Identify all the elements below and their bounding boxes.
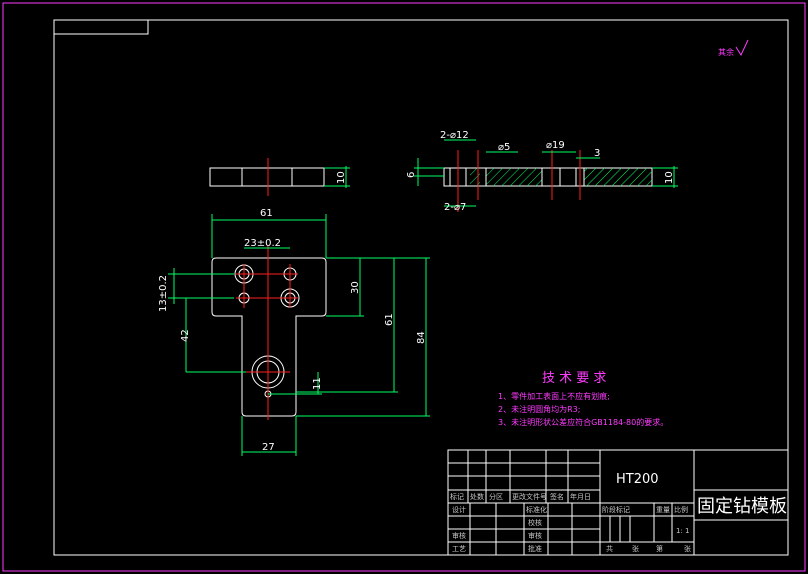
tb-scale-value: 1: 1 <box>676 527 690 535</box>
tb-no: 第 <box>656 544 663 553</box>
tb-stage-label: 阶段标记 <box>602 505 630 514</box>
tb-count: 处数 <box>470 492 484 501</box>
dim-height-61: 61 <box>384 313 395 326</box>
dim-3: 3 <box>594 148 600 159</box>
dim-11: 11 <box>312 377 323 390</box>
tb-design: 设计 <box>452 505 466 514</box>
tech-requirements: 技 术 要 求 1、零件加工表面上不应有划痕; 2、未注明圆角均为R3; 3、未… <box>498 371 668 427</box>
tb-proofread: 审核 <box>528 531 542 540</box>
dim-stem-width: 27 <box>262 442 275 453</box>
drawing-title: 固定钻模板 <box>697 496 787 517</box>
tb-change-doc: 更改文件号 <box>512 492 547 501</box>
roughness-symbol-icon <box>735 39 749 57</box>
dim-hole-spacing: 23±0.2 <box>244 238 281 249</box>
dim-2-phi12: 2-⌀12 <box>440 130 469 141</box>
tb-review: 审核 <box>452 531 466 540</box>
tb-mark: 标记 <box>450 492 464 501</box>
tech-item-3: 3、未注明形状公差应符合GB1184-80的要求。 <box>498 417 668 427</box>
top-view: 10 <box>209 158 350 196</box>
dim-head-height: 30 <box>350 281 361 294</box>
tb-check: 校核 <box>528 518 542 527</box>
dim-height-84: 84 <box>416 331 427 344</box>
material-text: HT200 <box>616 472 659 487</box>
dim-sec-thickness: 10 <box>664 171 675 184</box>
tb-total: 共 <box>606 544 613 553</box>
tb-zone: 分区 <box>489 492 503 501</box>
dim-2-phi7: 2-⌀7 <box>444 202 466 213</box>
dim-6: 6 <box>406 172 417 178</box>
front-view: 61 23±0.2 13±0.2 30 61 84 42 11 27 <box>158 208 430 456</box>
tb-standardize: 标准化 <box>526 505 547 514</box>
title-block <box>447 449 789 556</box>
dim-top-thickness: 10 <box>336 171 347 184</box>
tb-approve: 批准 <box>528 544 542 553</box>
dim-hole-offset: 13±0.2 <box>158 275 169 312</box>
section-view: 2-⌀12 ⌀5 ⌀19 3 6 2-⌀7 10 <box>406 130 678 213</box>
tb-sheet-1: 张 <box>632 544 639 553</box>
tb-process: 工艺 <box>452 545 466 553</box>
dim-width-total: 61 <box>260 208 273 219</box>
top-left-code-box <box>53 19 149 35</box>
tb-sign: 签名 <box>550 492 564 501</box>
roughness-note: 其余 <box>718 47 734 57</box>
tb-weight-label: 重量 <box>656 506 670 514</box>
dim-phi5: ⌀5 <box>498 142 510 153</box>
tech-item-1: 1、零件加工表面上不应有划痕; <box>498 391 610 401</box>
drawing-frame <box>53 19 789 556</box>
tb-date: 年月日 <box>570 492 591 501</box>
tech-heading: 技 术 要 求 <box>542 371 606 386</box>
tb-scale-label: 比例 <box>674 505 688 514</box>
tech-item-2: 2、未注明圆角均为R3; <box>498 404 580 414</box>
dim-phi19: ⌀19 <box>546 140 565 151</box>
tb-sheet-2: 张 <box>684 544 691 553</box>
dim-42: 42 <box>180 329 191 342</box>
